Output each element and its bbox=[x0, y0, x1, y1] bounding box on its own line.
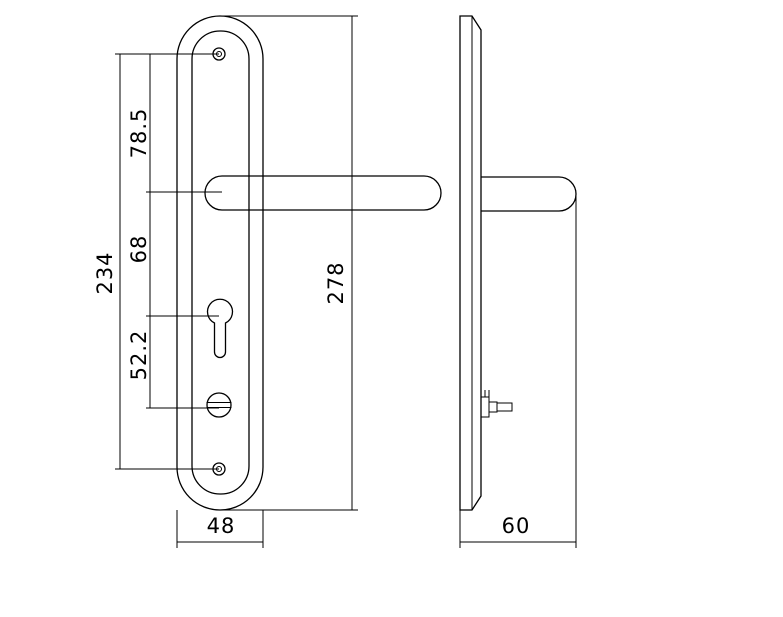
front-dimensions bbox=[115, 15, 358, 548]
backplate-outer bbox=[176, 15, 264, 511]
backplate-inner bbox=[191, 30, 250, 495]
side-view bbox=[459, 15, 577, 511]
front-view bbox=[176, 15, 442, 511]
dim-label-60: 60 bbox=[502, 514, 531, 538]
thumb-turn-icon bbox=[206, 392, 232, 418]
dim-label-52-2: 52.2 bbox=[127, 330, 151, 381]
side-plate-outer bbox=[459, 15, 482, 511]
dim-label-68: 68 bbox=[127, 235, 151, 264]
dim-label-48: 48 bbox=[207, 514, 236, 538]
lever-handle-front bbox=[204, 175, 442, 211]
keyhole-icon bbox=[206, 298, 234, 359]
side-dimensions bbox=[459, 194, 577, 548]
dim-label-278: 278 bbox=[324, 261, 348, 304]
spindle-icon bbox=[480, 390, 513, 418]
dim-label-78-5: 78.5 bbox=[127, 108, 151, 159]
lever-handle-side bbox=[481, 176, 577, 212]
dim-label-234: 234 bbox=[93, 251, 117, 294]
